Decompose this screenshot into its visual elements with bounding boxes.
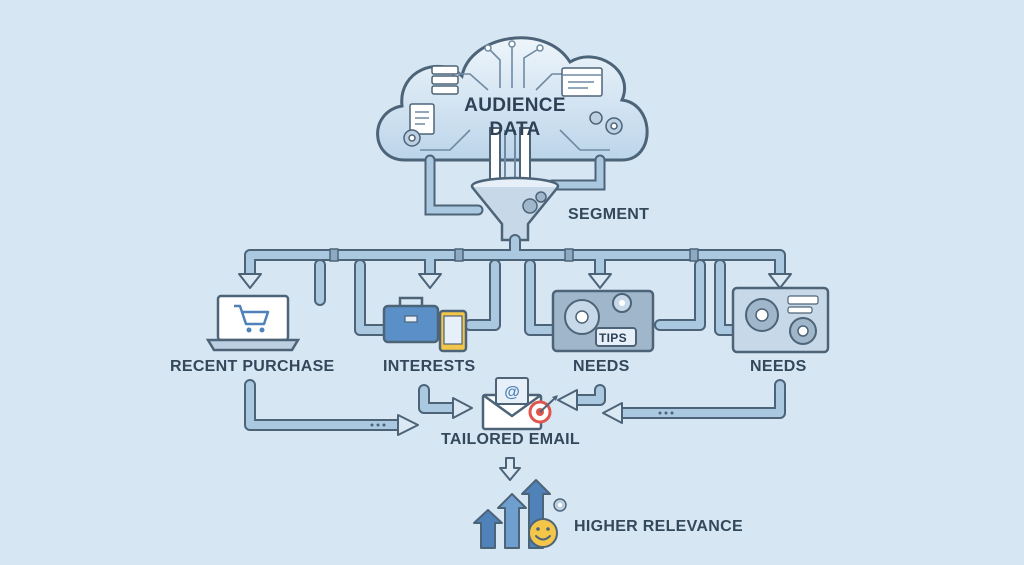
segment-needs-2-label: NEEDS [750,358,807,375]
briefcase-tablet-icon [382,296,468,353]
tips-badge [595,327,637,347]
svg-text:@: @ [504,384,520,401]
gears-tips-panel-icon [551,289,655,353]
tailored-email-label: TAILORED EMAIL [441,431,581,448]
distribution-pipes [244,234,786,336]
segment-arrows [238,273,792,289]
segment-funnel [470,176,560,242]
tips-badge-label: TIPS [599,331,627,345]
result-down-arrow [499,457,521,481]
cloud-title-line1: AUDIENCE [464,95,566,116]
document-icon [409,103,435,135]
laptop-cart-icon [205,294,301,352]
segment-recent-purchase-label: RECENT PURCHASE [170,358,335,375]
envelope-target-icon: @ [481,377,558,431]
audience-data-cloud [376,36,649,186]
segment-needs-label: NEEDS [573,358,630,375]
gear-icon [403,111,623,147]
cloud-pipes [424,154,606,216]
cloud-title: AUDIENCE DATA [440,94,590,142]
segment-interests-label: INTERESTS [383,358,476,375]
window-icon [561,67,603,97]
gears-panel-icon [731,286,830,354]
higher-relevance-label: HIGHER RELEVANCE [574,518,743,535]
segment-label: SEGMENT [568,206,650,223]
return-pipes [244,379,786,431]
server-icon [431,65,459,95]
cloud-title-line2: DATA [489,119,541,140]
up-arrows-smiley-icon [473,479,567,549]
return-arrows [397,389,623,436]
